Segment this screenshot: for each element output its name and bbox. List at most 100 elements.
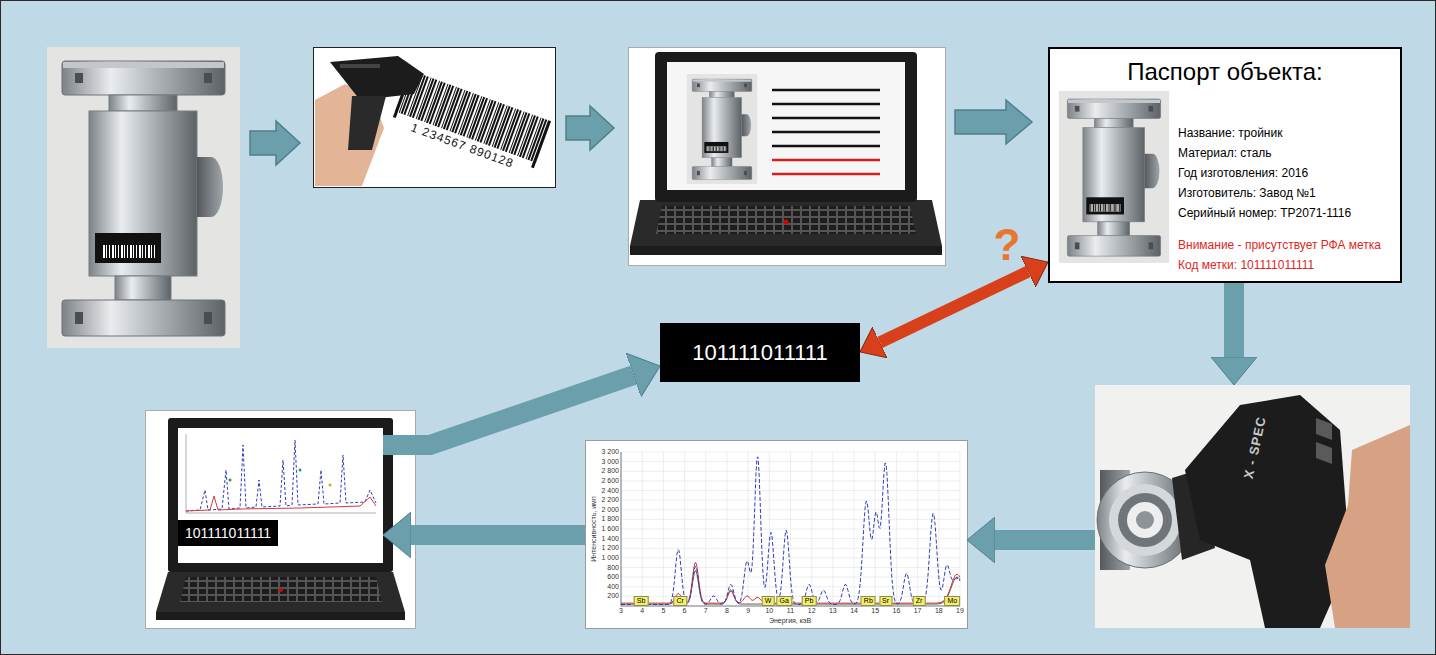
axis-tick: 1 000 [601,554,619,562]
laptop-bottom [168,418,393,572]
object-photo [1059,91,1169,263]
passport-field: Год изготовления: 2016 [1178,163,1381,183]
flow-arrow [880,271,1028,342]
barcode-photo [348,96,386,150]
barcode-photo [314,48,556,188]
element-tag: W [762,596,775,606]
element-tag: Sb [634,596,649,606]
element-tag: Pb [802,596,817,606]
laptop-bottom [186,440,376,511]
analyzer-photo [1136,511,1154,529]
laptop-top [630,200,942,246]
passport-field: Серийный номер: ТР2071-1116 [1178,203,1381,223]
laptop-top [629,48,946,266]
analyzer-photo-box: X - SPEC [1095,385,1410,628]
axis-tick: 2 200 [601,496,619,504]
axis-tick: 12 [808,607,816,615]
laptop-bottom [178,428,383,563]
laptop-bottom [279,588,283,592]
axis-tick: 7 [704,607,708,615]
flow-arrow [955,100,1032,144]
spectrum-plot [705,452,706,606]
element-tag: Zr [913,596,926,606]
axis-tick: 11 [787,607,794,615]
axis-tick: 18 [935,607,943,615]
code-text: 101111011111 [692,340,827,366]
pipe-photo [47,47,240,348]
analyzer-photo [1185,395,1350,628]
element-tag: Mo [944,596,960,606]
analyzer-photo [1127,502,1163,538]
barcode-digits: 1 234567 890128 [389,70,550,178]
analyzer-photo [1095,385,1410,628]
laptop-top [772,103,880,106]
flow-arrow [1224,283,1244,357]
laptop-bottom [186,496,376,511]
code-box: 101111011111 [660,323,860,382]
axis-tick: 2 000 [601,506,619,514]
barcode-photo [330,56,424,100]
spectrum-panel [586,441,968,629]
axis-tick: 5 [661,607,665,615]
flow-arrow [411,525,585,545]
element-tag: Sr [879,596,892,606]
laptop-top [772,90,880,174]
spectrum-plot [917,452,918,606]
analyzer-photo [1118,493,1172,547]
axis-tick: 19 [956,607,964,615]
device-brand: X - SPEC [1241,415,1269,480]
axis-tick: 200 [607,592,619,600]
axis-tick: 13 [829,607,837,615]
spectrum-plot [621,452,622,606]
axis-tick: 800 [607,564,619,572]
axis-tick: 2 800 [601,467,619,475]
laptop-bottom [156,572,405,612]
passport-row: Название: тройникМатериал: стальГод изго… [1058,91,1392,275]
laptop-bottom [180,577,382,602]
code-text: 101111011111 [185,524,271,542]
analyzer-photo [1325,425,1410,628]
spectrum-plot [875,452,876,606]
laptop-top [772,159,880,162]
element-tag: Ga [777,596,792,606]
laptop-bottom [156,612,405,620]
connectors [383,271,1234,540]
spectrum-chart: SbCrWGaPbRbSrZrMo [585,440,967,628]
spectrum-plot [621,452,622,606]
axis-tick: 1 200 [601,544,619,552]
laptop-bottom [329,484,332,487]
axis-tick: 10 [765,607,773,615]
analyzer-photo [1316,442,1332,464]
spectrum-plot [684,452,685,606]
flow-arrow [250,121,300,165]
axis-tick: 3 [619,607,623,615]
passport-field: Материал: сталь [1178,143,1381,163]
laptop-screen: 101111011111 [178,428,383,563]
laptop-top [772,131,880,134]
axis-tick: 14 [850,607,858,615]
object-photo [1058,91,1170,263]
axis-tick: 8 [725,607,729,615]
axis-tick: 2 400 [601,487,619,495]
flow-arrow [995,530,1095,550]
barcode-photo [340,64,380,68]
analyzer-photo [1316,418,1332,440]
passport-field: Изготовитель: Завод №1 [1178,183,1381,203]
spectrum-plot [621,457,960,605]
laptop-top [687,74,758,184]
axis-tick: 3 000 [601,458,619,466]
laptop-top [655,52,917,202]
laptop-top [629,48,946,266]
laptop-top [772,89,880,92]
axis-tick: 600 [607,573,619,581]
axis-tick: 2 600 [601,477,619,485]
spectrum-plot [726,452,727,606]
laptop-bottom [186,513,376,514]
laptop-top [772,117,880,120]
laptop-top [630,246,942,255]
pipe-photo [47,47,240,348]
passport-field: Название: тройник [1178,123,1381,143]
